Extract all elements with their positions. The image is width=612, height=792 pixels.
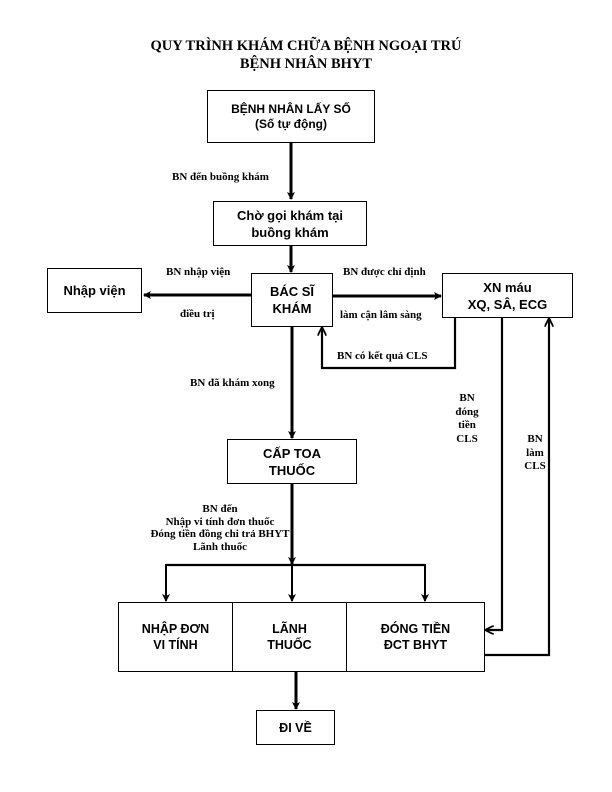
label-do-cls: BN làm CLS <box>524 433 546 472</box>
node-doctor-line-1: BÁC SĨ <box>269 284 315 299</box>
diagram-title-line-2: BỆNH NHÂN BHYT <box>239 56 373 72</box>
node-receive-medicine-line-1: LÃNH <box>272 622 307 636</box>
label-admit-top: BN nhập viện <box>166 266 231 278</box>
label-admit-bottom: điều trị <box>180 308 215 320</box>
node-enter-order: NHẬP ĐƠN VI TÍNH <box>118 602 233 672</box>
label-indicated-bottom: làm cận lâm sàng <box>340 309 422 321</box>
label-exam-done: BN đã khám xong <box>190 377 275 389</box>
arrow-tests-to-copayment <box>486 318 504 630</box>
node-copayment-line-1: ĐÓNG TIỀN <box>380 622 451 636</box>
node-take-number-line-1: BỆNH NHÂN LẤY SỐ <box>231 101 351 116</box>
label-pay-cls: BN đóng tiền CLS <box>455 392 479 445</box>
node-tests-line-1: XN máu <box>483 279 532 295</box>
node-go-home-label: ĐI VỀ <box>279 720 312 735</box>
node-prescription: CẤP TOA THUỐC <box>227 439 357 484</box>
node-go-home: ĐI VỀ <box>256 710 335 745</box>
node-wait-call-line-1: Chờ gọi khám tại <box>236 207 344 223</box>
node-prescription-line-1: CẤP TOA <box>262 445 322 461</box>
node-doctor-line-2: KHÁM <box>272 301 312 316</box>
node-copayment-line-2: ĐCT BHYT <box>383 638 448 652</box>
node-copayment: ĐÓNG TIỀN ĐCT BHYT <box>346 602 485 672</box>
node-doctor: BÁC SĨ KHÁM <box>251 273 333 327</box>
label-pharmacy-steps: BN đến Nhập vi tính đơn thuốc Đóng tiền … <box>150 503 290 553</box>
node-take-number-line-2: (Số tự động) <box>255 116 327 131</box>
node-receive-medicine: LÃNH THUỐC <box>232 602 347 672</box>
label-to-exam-room: BN đến buồng khám <box>172 171 269 183</box>
node-wait-call-line-2: buồng khám <box>251 224 329 240</box>
node-prescription-line-2: THUỐC <box>268 462 316 478</box>
node-take-number: BỆNH NHÂN LẤY SỐ (Số tự động) <box>207 90 375 143</box>
arrow-copayment-to-tests <box>485 319 549 657</box>
diagram-title-line-1: QUY TRÌNH KHÁM CHỮA BỆNH NGOẠI TRÚ <box>150 38 462 54</box>
node-wait-call: Chờ gọi khám tại buồng khám <box>213 201 367 246</box>
node-enter-order-line-1: NHẬP ĐƠN <box>141 622 210 636</box>
node-tests-line-2: XQ, SÂ, ECG <box>467 296 548 312</box>
node-admission: Nhập viện <box>47 268 142 313</box>
label-has-results: BN có kết quả CLS <box>337 350 428 362</box>
node-enter-order-line-2: VI TÍNH <box>153 638 198 652</box>
label-indicated-top: BN được chỉ định <box>343 266 426 278</box>
node-tests: XN máu XQ, SÂ, ECG <box>442 273 573 318</box>
node-admission-label: Nhập viện <box>63 283 126 298</box>
node-receive-medicine-line-2: THUỐC <box>267 638 312 652</box>
